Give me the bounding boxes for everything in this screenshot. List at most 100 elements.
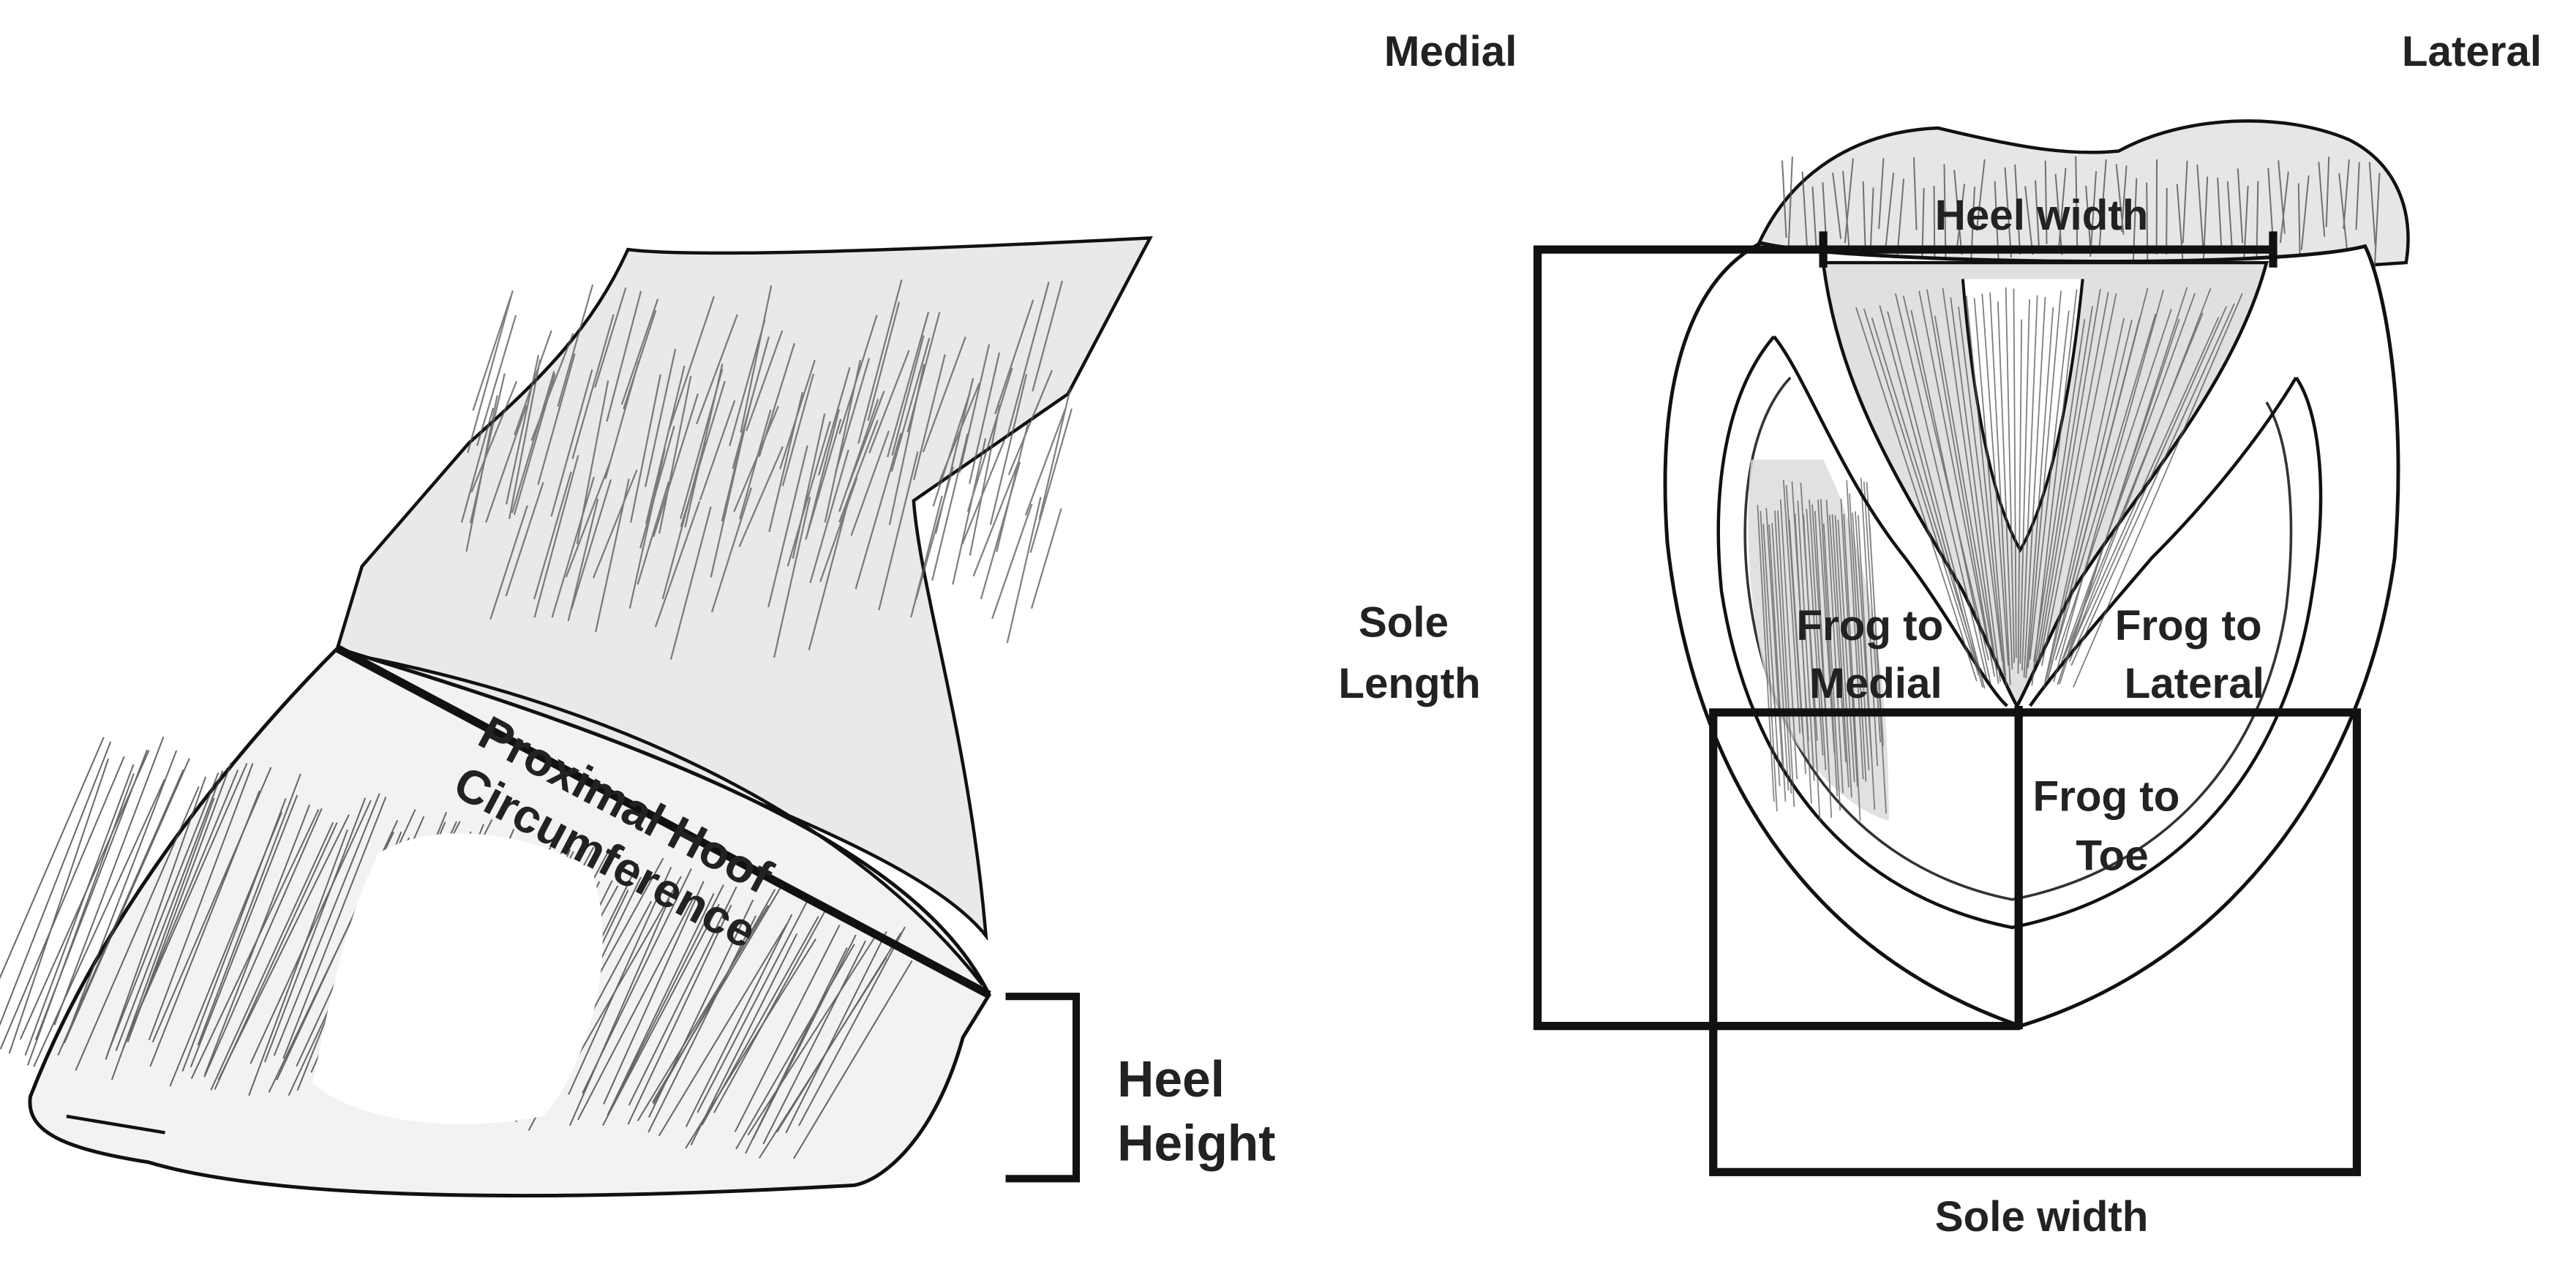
hatch-stroke bbox=[1006, 497, 1042, 644]
hatch-stroke bbox=[1840, 498, 1858, 787]
hatch-stroke bbox=[819, 477, 858, 582]
hatch-stroke bbox=[582, 868, 692, 1094]
hatch-stroke bbox=[890, 337, 931, 473]
heel-height-bracket bbox=[1005, 993, 1081, 1183]
hatch-stroke bbox=[838, 420, 879, 523]
hatch-stroke bbox=[612, 884, 724, 1106]
hatch-stroke bbox=[838, 399, 879, 512]
hatch-stroke bbox=[734, 925, 841, 1132]
hatch-stroke bbox=[667, 296, 716, 432]
hatch-stroke bbox=[1030, 508, 1062, 609]
hatch-stroke bbox=[1781, 160, 1787, 238]
hatch-stroke bbox=[785, 930, 887, 1134]
hatch-stroke bbox=[282, 797, 387, 1059]
frog-to-medial-line-1: Frog to bbox=[1796, 602, 1943, 650]
heel-height-line-1: Heel bbox=[1117, 1050, 1225, 1107]
hatch-stroke bbox=[1782, 479, 1801, 734]
hatch-stroke bbox=[713, 904, 830, 1113]
hatch-stroke bbox=[2068, 306, 2228, 662]
hatch-stroke bbox=[1887, 311, 1986, 689]
hatch-stroke bbox=[576, 380, 609, 544]
hoof-toe-mark bbox=[66, 1114, 165, 1135]
pastern-hair bbox=[335, 236, 1153, 941]
hatch-stroke bbox=[2004, 167, 2013, 258]
hatch-stroke bbox=[2226, 181, 2234, 252]
hatch-stroke bbox=[606, 290, 642, 422]
hatch-stroke bbox=[1837, 519, 1855, 783]
hatch-stroke bbox=[867, 301, 901, 421]
hatch-stroke bbox=[1926, 289, 1996, 677]
hatch-stroke bbox=[2043, 317, 2125, 688]
hatch-stroke bbox=[1773, 510, 1792, 794]
white-line bbox=[1716, 335, 2323, 930]
hatch-stroke bbox=[1994, 181, 2000, 270]
medial-bar bbox=[1773, 335, 2008, 707]
hatch-stroke bbox=[696, 901, 808, 1113]
hatch-stroke bbox=[786, 421, 831, 567]
hatch-stroke bbox=[2066, 317, 2220, 658]
hatch-stroke bbox=[537, 353, 576, 486]
hatch-stroke bbox=[19, 750, 150, 1040]
hatch-stroke bbox=[994, 299, 1034, 415]
heel-height-line-2: Height bbox=[1117, 1115, 1275, 1172]
hatch-stroke bbox=[654, 500, 701, 628]
hatch-stroke bbox=[2300, 175, 2310, 250]
hatch-stroke bbox=[740, 285, 773, 433]
hatch-stroke bbox=[952, 437, 987, 585]
hatch-stroke bbox=[511, 371, 555, 514]
hatch-stroke bbox=[684, 364, 724, 528]
hatch-stroke bbox=[1843, 514, 1861, 821]
hatch-stroke bbox=[33, 778, 165, 1067]
hatch-stroke bbox=[733, 405, 779, 512]
hatch-stroke bbox=[1834, 515, 1852, 798]
hatch-stroke bbox=[685, 938, 816, 1149]
hatch-stroke bbox=[0, 756, 125, 1050]
medial-label: Medial bbox=[1384, 28, 1517, 75]
hatch-stroke bbox=[514, 330, 552, 435]
hatch-stroke bbox=[1029, 408, 1073, 553]
hatch-stroke bbox=[1852, 512, 1870, 771]
hatch-stroke bbox=[1902, 296, 1989, 661]
hatch-stroke bbox=[1794, 514, 1812, 804]
hatch-stroke bbox=[887, 312, 930, 458]
hatch-stroke bbox=[1768, 524, 1787, 802]
hatch-stroke bbox=[1788, 519, 1806, 775]
lateral-bar bbox=[2029, 377, 2298, 707]
hatch-stroke bbox=[966, 367, 1013, 512]
hatch-stroke bbox=[773, 497, 811, 658]
hatch-stroke bbox=[1863, 481, 1882, 743]
hatch-stroke bbox=[2019, 299, 2030, 664]
frog-to-toe-label: Frog to Toe bbox=[2033, 773, 2192, 880]
lateral-label: Lateral bbox=[2402, 28, 2542, 75]
hatch-stroke bbox=[1787, 157, 1793, 251]
hatch-stroke bbox=[2054, 309, 2172, 661]
hatch-stroke bbox=[767, 445, 808, 608]
hatch-stroke bbox=[485, 405, 527, 523]
hatch-stroke bbox=[1973, 298, 2008, 687]
hatch-stroke bbox=[1869, 524, 1887, 814]
hatch-stroke bbox=[249, 800, 372, 1064]
hatch-stroke bbox=[1007, 369, 1054, 475]
hatch-stroke bbox=[2089, 170, 2098, 257]
hatch-stroke bbox=[1822, 523, 1841, 810]
hatch-stroke bbox=[1820, 499, 1839, 797]
hatch-stroke bbox=[936, 383, 980, 487]
hatch-stroke bbox=[472, 296, 512, 411]
hatch-stroke bbox=[557, 284, 594, 407]
hatch-stroke bbox=[1860, 478, 1879, 767]
hatch-stroke bbox=[2023, 296, 2046, 678]
hatch-stroke bbox=[2025, 306, 2054, 679]
hatch-stroke bbox=[1910, 309, 1991, 684]
hatch-stroke bbox=[2217, 177, 2223, 247]
hatch-stroke bbox=[571, 314, 615, 459]
hatch-stroke bbox=[645, 365, 686, 524]
coronary-band bbox=[345, 651, 984, 986]
hatch-stroke bbox=[2120, 165, 2128, 232]
hatch-stroke bbox=[1832, 172, 1842, 239]
frog-to-lateral-line-2: Lateral bbox=[2125, 660, 2264, 707]
hatch-stroke bbox=[1760, 511, 1778, 812]
hatch-stroke bbox=[1801, 171, 1809, 257]
hatch-stroke bbox=[571, 479, 612, 609]
hatch-stroke bbox=[645, 348, 677, 487]
hatch-stroke bbox=[838, 315, 878, 434]
